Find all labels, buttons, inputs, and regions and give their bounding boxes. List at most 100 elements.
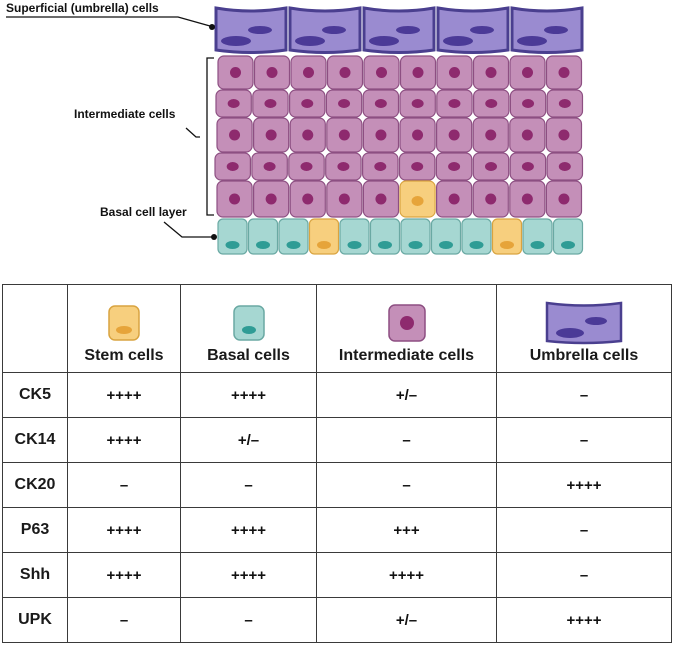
basal-cell [430,218,462,255]
marker-expression-table: Stem cells Basal cells [2,284,672,643]
expression-value: ++++ [316,552,497,598]
column-title: Umbrella cells [529,346,639,364]
intermediate-cell [435,152,473,181]
basal-cell [522,218,553,255]
expression-value: ++++ [496,462,672,508]
basal-cell [552,218,584,255]
expression-value: – [180,597,317,643]
expression-value: +/– [316,372,497,418]
marker-label: P63 [2,507,68,553]
intermediate-cell [362,152,399,181]
intermediate-cell-icon [387,303,426,342]
intermediate-bracket [206,57,214,216]
expression-value: – [67,462,181,508]
intermediate-cell [253,55,291,90]
expression-value: – [180,462,317,508]
umbrella-cell [436,6,510,54]
superficial-callout: Superficial (umbrella) cells [6,1,215,30]
column-header-stem: Stem cells [67,284,181,373]
intermediate-cell [290,55,327,90]
expression-value: – [496,552,672,598]
intermediate-cell [399,89,436,118]
expression-value: – [496,417,672,463]
intermediate-cell [215,89,252,118]
expression-value: – [496,372,672,418]
stem-cell [308,218,340,255]
intermediate-cell [545,117,583,153]
expression-value: +/– [180,417,317,463]
column-header-umbrella: Umbrella cells [496,284,672,373]
intermediate-cell [509,180,546,218]
umbrella-cell [214,6,288,54]
expression-value: ++++ [67,417,181,463]
expression-value: ++++ [180,552,317,598]
intermediate-cells-label: Intermediate cells [74,107,176,121]
table-header-row: Stem cells Basal cells [2,284,672,373]
intermediate-cell [545,55,583,90]
intermediate-cell [509,152,547,181]
intermediate-cell [214,152,252,181]
expression-value: ++++ [67,372,181,418]
column-header-intermediate: Intermediate cells [316,284,497,373]
intermediate-cell [509,89,547,118]
intermediate-cell [216,117,253,153]
superficial-cells-label: Superficial (umbrella) cells [6,1,159,15]
intermediate-cell [473,89,510,118]
basal-callout: Basal cell layer [100,205,217,240]
umbrella-cell [288,6,362,54]
column-title: Stem cells [84,346,164,364]
marker-label: Shh [2,552,68,598]
bladder-epithelium-diagram: Superficial (umbrella) cells Intermediat… [6,1,584,255]
column-title: Basal cells [207,346,290,364]
intermediate-cell [362,117,400,153]
expression-value: – [496,507,672,553]
intermediate-cell [289,89,326,118]
expression-value: ++++ [67,507,181,553]
intermediate-cell [362,89,400,118]
intermediate-cell [363,55,400,90]
expression-value: +/– [316,597,497,643]
intermediate-cell [217,55,254,90]
intermediate-cell [362,180,400,218]
marker-label: CK20 [2,462,68,508]
expression-value: ++++ [180,507,317,553]
basal-cell [339,218,370,255]
intermediate-cell [288,152,325,181]
intermediate-cell-layer [214,55,584,218]
intermediate-cell [326,180,363,218]
stem-cell [399,180,436,218]
expression-value: +++ [316,507,497,553]
intermediate-cell [472,152,510,181]
umbrella-cell [362,6,436,54]
intermediate-cell [216,180,253,218]
intermediate-cell [326,55,364,90]
intermediate-cell [325,152,362,181]
intermediate-cell [325,89,363,118]
basal-cell [400,218,431,255]
intermediate-cell [398,152,436,181]
expression-value: – [316,417,497,463]
stem-cell [491,218,523,255]
intermediate-cell [252,89,289,118]
column-title: Intermediate cells [338,346,475,364]
basal-cell [369,218,401,255]
intermediate-cell [436,55,473,90]
intermediate-cell [399,55,437,90]
marker-label: CK5 [2,372,68,418]
intermediate-cell [289,180,326,218]
marker-label: CK14 [2,417,68,463]
intermediate-cell [472,55,510,90]
expression-value: ++++ [496,597,672,643]
intermediate-cell [545,180,583,218]
basal-cell-icon [232,304,265,341]
intermediate-cell [253,117,290,153]
intermediate-cell [436,89,473,118]
intermediate-cell [472,180,509,218]
intermediate-cell [436,117,473,153]
expression-value: – [316,462,497,508]
expression-value: – [67,597,181,643]
intermediate-cell [253,180,290,218]
table-row: P63+++++++++++– [2,507,672,553]
umbrella-cell-layer [214,6,584,54]
intermediate-cell [509,55,546,90]
